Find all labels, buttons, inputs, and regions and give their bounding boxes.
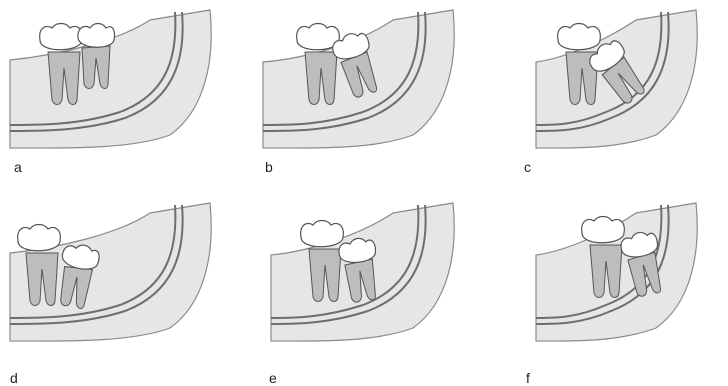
panel-b-label: b <box>265 160 273 174</box>
panel-a: a <box>0 0 242 192</box>
panel-c-illustration <box>486 0 728 192</box>
panel-f-illustration <box>486 193 728 385</box>
panel-e-label: e <box>269 371 277 385</box>
panel-e: e <box>243 193 485 385</box>
panel-b: b <box>243 0 485 192</box>
panel-d-illustration <box>0 193 242 385</box>
panel-f: f <box>486 193 728 385</box>
panel-d-label: d <box>10 371 18 385</box>
panel-a-illustration <box>0 0 242 192</box>
panel-d: d <box>0 193 242 385</box>
panel-e-illustration <box>243 193 485 385</box>
panel-c-label: c <box>524 160 531 174</box>
panel-b-illustration <box>243 0 485 192</box>
panel-f-label: f <box>526 371 530 385</box>
panel-c: c <box>486 0 728 192</box>
panel-a-label: a <box>14 160 22 174</box>
